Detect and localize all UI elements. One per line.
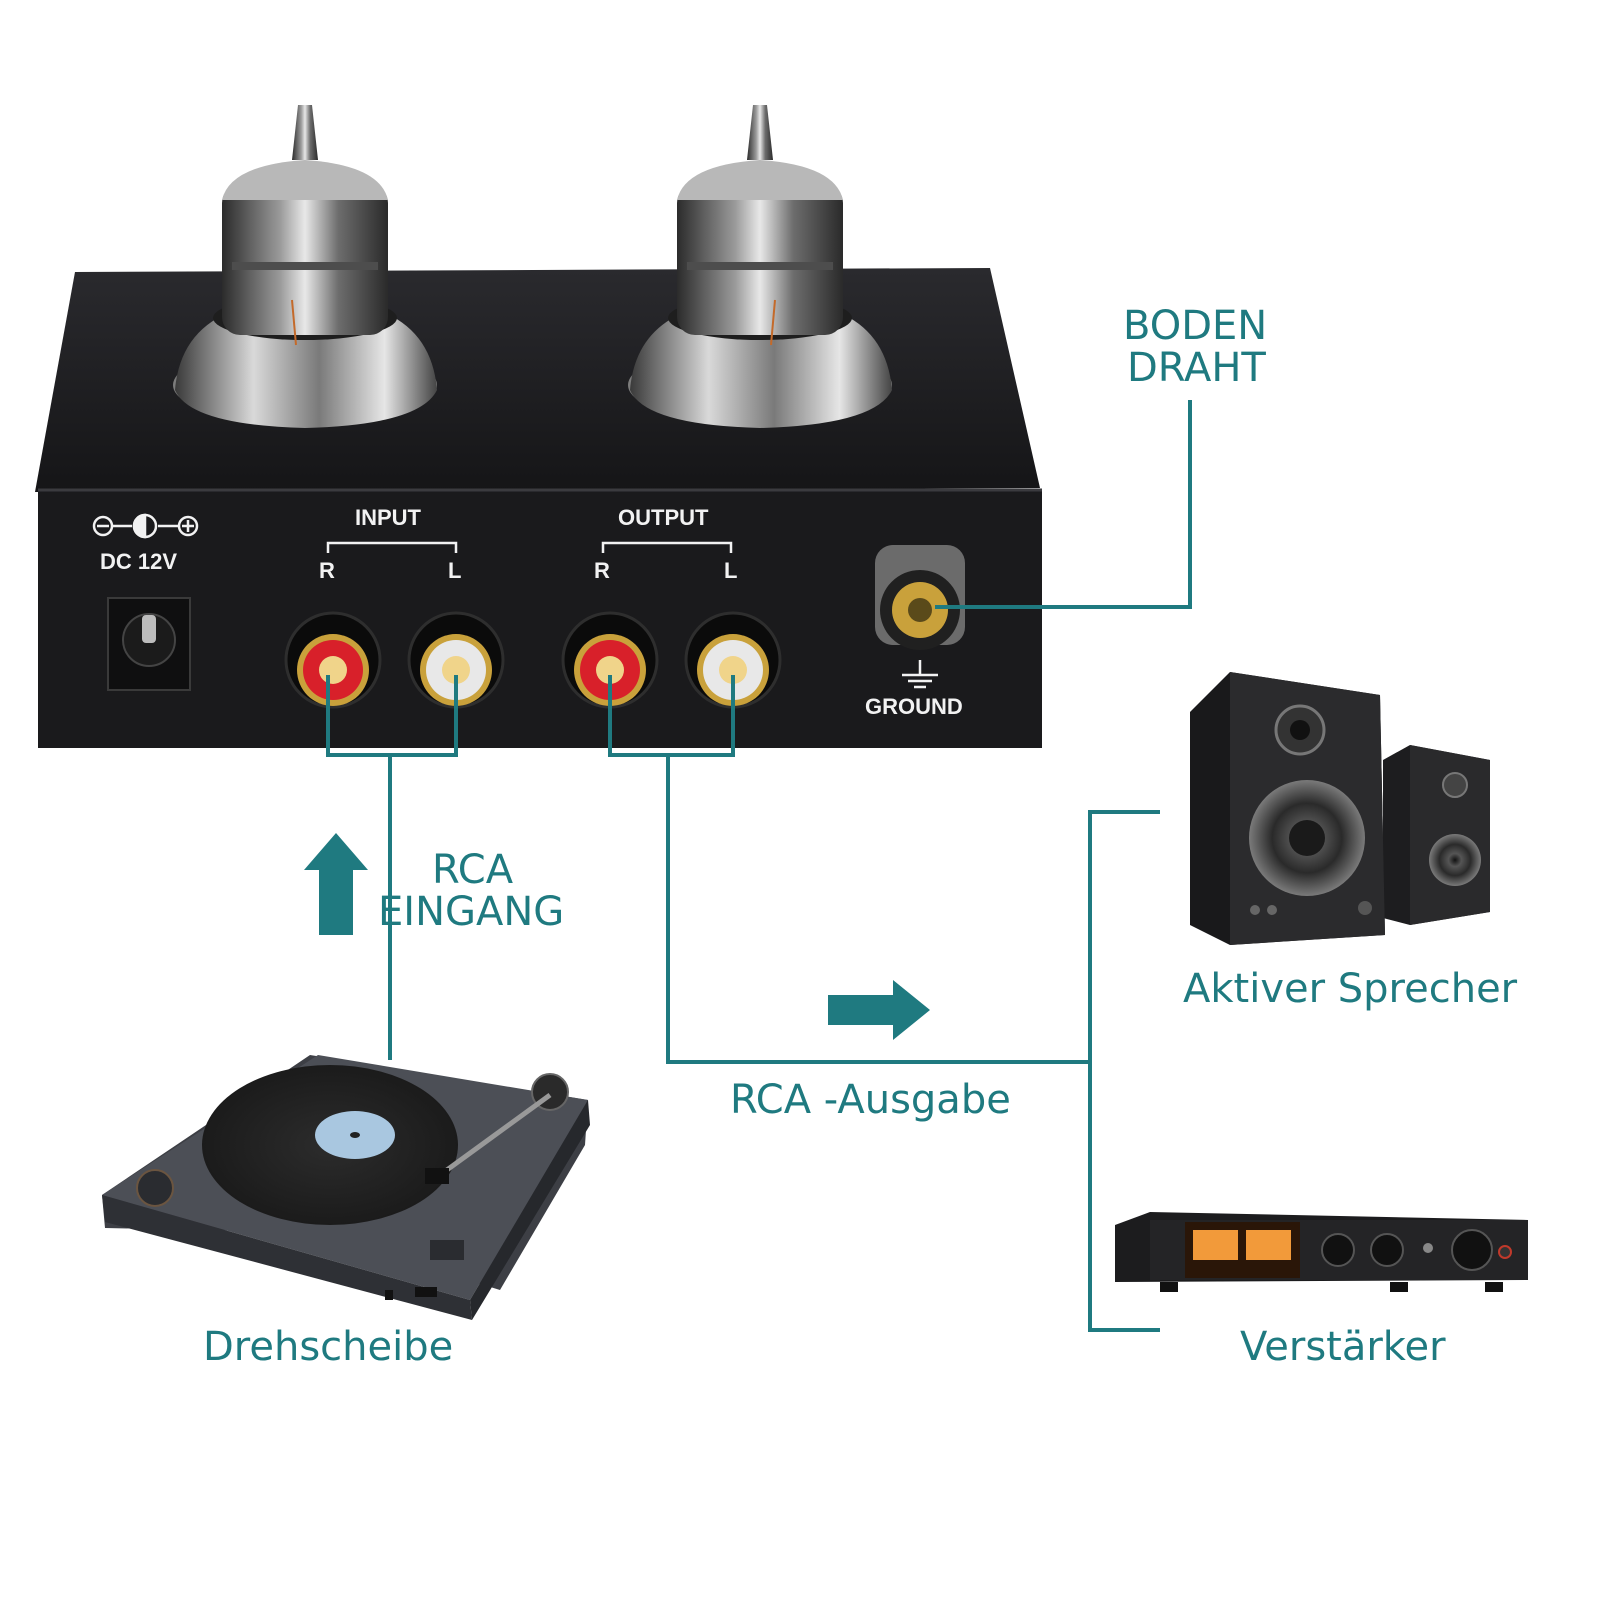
rca-input-left-jack bbox=[407, 611, 505, 709]
ground-wire-label-line1: BODEN bbox=[1123, 303, 1268, 349]
active-speaker-label: Aktiver Sprecher bbox=[1183, 966, 1518, 1012]
power-polarity-icon bbox=[92, 513, 199, 539]
amplifier-label: Verstärker bbox=[1240, 1324, 1446, 1370]
arrow-right-icon bbox=[828, 980, 930, 1040]
input-section-label: INPUT bbox=[355, 505, 421, 530]
rca-input-right-jack bbox=[284, 611, 382, 709]
rca-output-left-jack bbox=[684, 611, 782, 709]
vacuum-tube-right bbox=[628, 105, 892, 428]
output-left-label: L bbox=[724, 558, 738, 583]
tube-preamp bbox=[35, 105, 1042, 748]
ground-label: GROUND bbox=[865, 694, 963, 719]
rca-input-label-line1: RCA bbox=[432, 847, 514, 893]
connection-lines bbox=[326, 400, 1192, 1332]
turntable-image bbox=[102, 1055, 590, 1320]
amplifier-image bbox=[1115, 1212, 1528, 1292]
output-section-label: OUTPUT bbox=[618, 505, 709, 530]
dc-power-jack bbox=[107, 597, 191, 691]
turntable-label: Drehscheibe bbox=[203, 1324, 454, 1370]
dc-power-label: DC 12V bbox=[100, 549, 178, 574]
active-speaker-image bbox=[1190, 672, 1490, 945]
input-left-label: L bbox=[448, 558, 462, 583]
output-right-label: R bbox=[594, 558, 610, 583]
ground-terminal bbox=[875, 545, 965, 650]
vacuum-tube-left bbox=[173, 105, 437, 428]
ground-symbol-icon bbox=[902, 660, 938, 689]
rca-output-label: RCA -Ausgabe bbox=[730, 1077, 1011, 1123]
arrow-up-icon bbox=[304, 833, 368, 935]
rca-output-right-jack bbox=[561, 611, 659, 709]
input-right-label: R bbox=[319, 558, 335, 583]
ground-wire-label-line2: DRAHT bbox=[1127, 345, 1266, 391]
rca-input-label-line2: EINGANG bbox=[378, 889, 565, 935]
